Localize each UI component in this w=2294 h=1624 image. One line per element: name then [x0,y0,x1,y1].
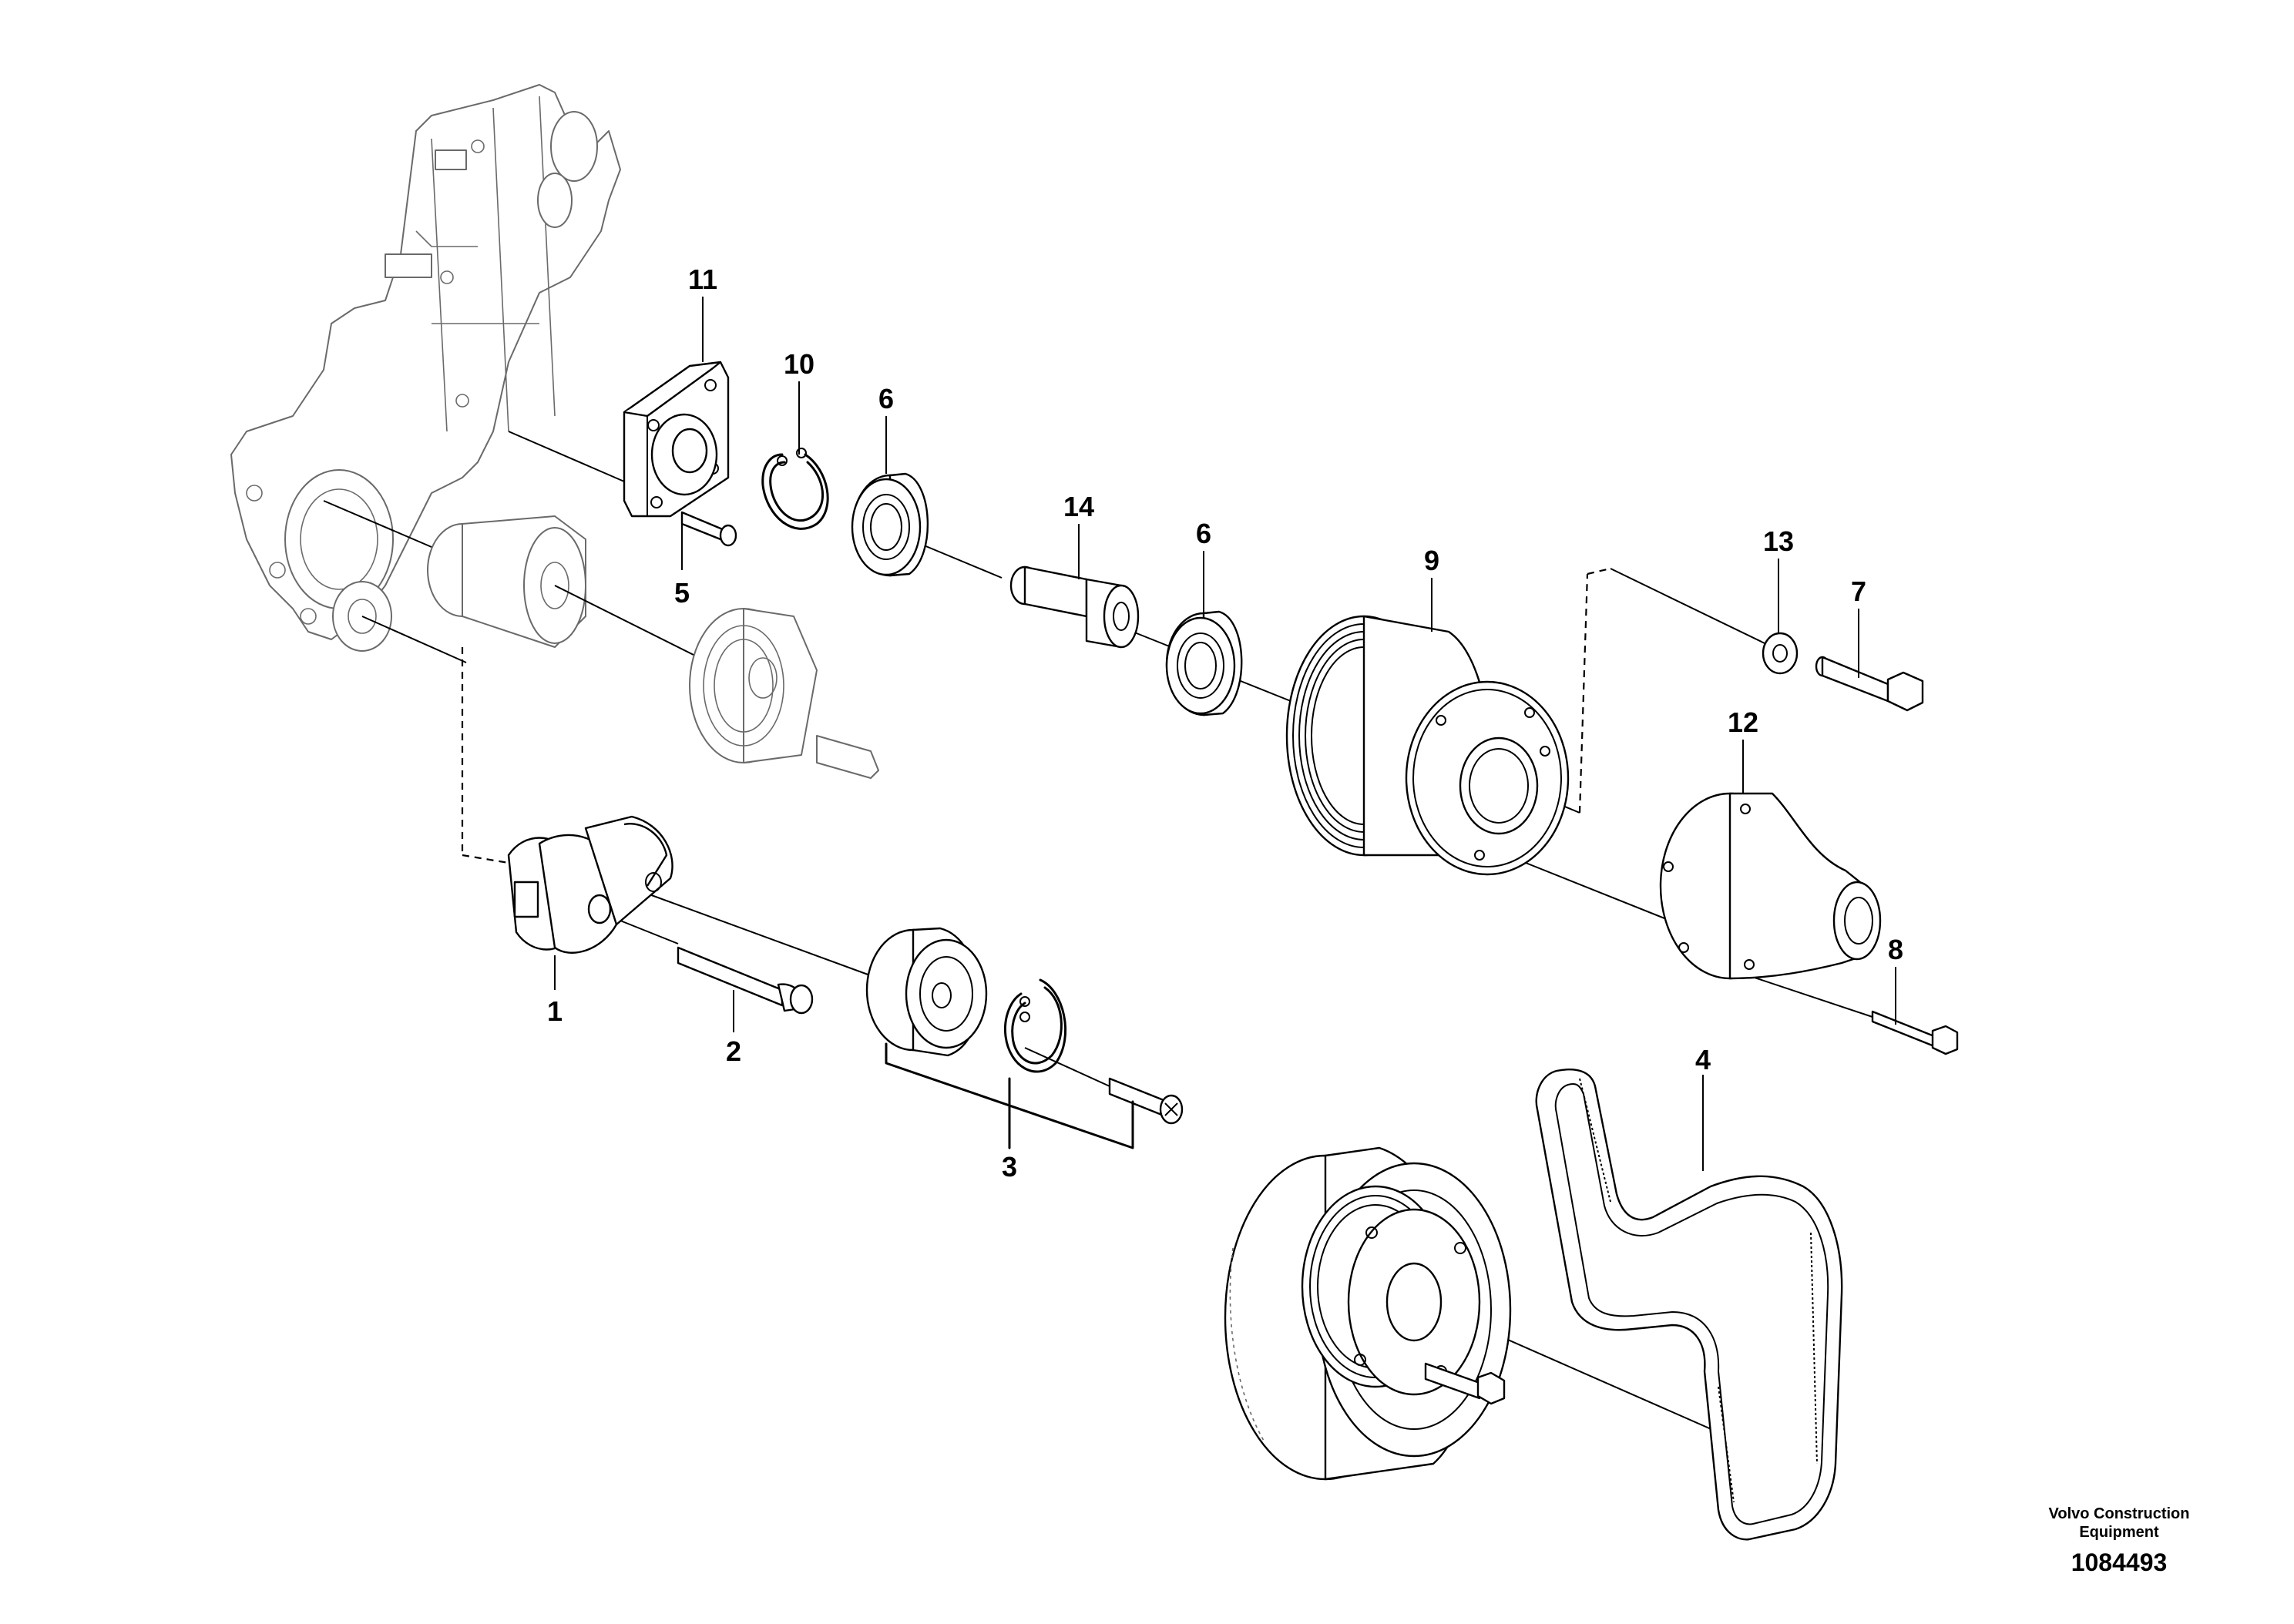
callout-9: 9 [1424,545,1439,576]
part-12-fan-hub [1659,792,1882,980]
drawing-number: 1084493 [2071,1549,2168,1576]
company-name-line2: Equipment [2079,1524,2159,1541]
part-14-spacer-sleeve [1009,565,1140,649]
part-13-washer [1762,632,1799,675]
callout-11: 11 [688,263,717,295]
callout-5: 5 [674,577,690,609]
part-5-screw [680,511,737,547]
part-9-fan-pulley [1285,615,1570,876]
part-4-poly-v-belt [1535,1069,1843,1541]
callout-6b: 6 [1196,518,1211,549]
callout-14: 14 [1063,491,1094,522]
part-6-ball-bearing-lower [1165,610,1243,716]
part-8-bolt [1871,1010,1959,1055]
callout-12: 12 [1728,706,1758,738]
callout-1: 1 [547,995,563,1027]
callout-8: 8 [1888,934,1903,965]
callout-4: 4 [1695,1044,1711,1075]
crankshaft-damper-pulley [1224,1146,1512,1481]
company-name: Volvo Construction Equipment [2019,1505,2219,1542]
part-10-circlip [761,448,829,530]
callout-3: 3 [1002,1151,1017,1183]
callout-10: 10 [784,348,814,380]
part-6-ball-bearing-upper [851,472,929,577]
part-7-hex-bolt [1815,656,1924,712]
callout-2: 2 [726,1035,741,1067]
company-name-line1: Volvo Construction [2048,1505,2190,1522]
part-2-screw [677,946,814,1015]
part-1-belt-tensioner [507,815,673,954]
callout-6a: 6 [878,383,894,414]
callout-7: 7 [1851,575,1866,607]
part-3-idler-pulley [865,927,1184,1149]
water-pump-ghost [427,515,879,779]
callout-leaders [554,297,1896,1171]
callout-13: 13 [1763,525,1794,557]
part-11-bearing-housing [623,361,730,518]
callout-numbers: 1 2 3 4 5 6 6 7 8 9 10 11 12 13 14 [547,263,1903,1183]
